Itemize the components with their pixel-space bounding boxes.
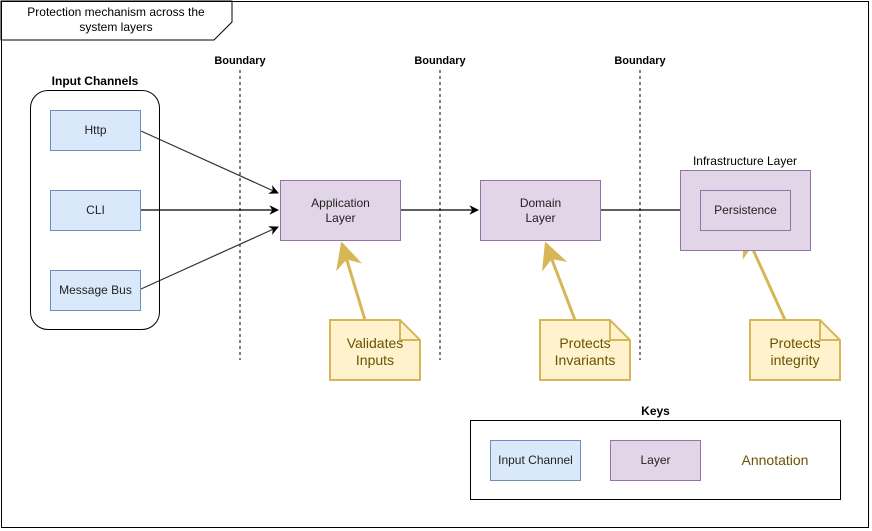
persistence-node[interactable]: Persistence (700, 190, 791, 231)
arrow-bus-to-application (140, 226, 279, 290)
boundary-label-1: Boundary (214, 55, 266, 67)
key-layer: Layer (610, 440, 701, 481)
note-invariants-fold (609, 320, 630, 341)
input-channels-container (30, 90, 160, 330)
boundary-label-3: Boundary (614, 55, 666, 67)
input-channels-label: Input Channels (51, 74, 139, 88)
key-input-channel: Input Channel (490, 440, 581, 481)
note-integrity-shape (749, 319, 841, 381)
note-protects-integrity: Protects integrity (769, 335, 821, 368)
note-validates-fold (399, 320, 420, 341)
keys-title: Keys (641, 404, 670, 418)
note-invariants-shape (539, 319, 631, 381)
note-integrity-fold (819, 320, 840, 341)
boundary-label-2: Boundary (414, 55, 466, 67)
note-protects-invariants: Protects Invariants (554, 335, 616, 368)
channel-http[interactable]: Http (50, 110, 141, 151)
note-validates-shape (329, 319, 421, 381)
arrow-validates-to-application (336, 241, 367, 321)
infrastructure-layer-label: Infrastructure Layer (692, 154, 798, 168)
key-annotation: Annotation (741, 451, 809, 468)
note-validates-inputs: Validates Inputs (346, 335, 404, 368)
application-layer[interactable]: Application Layer (280, 180, 401, 241)
diagram-title: Protection mechanism across the system l… (27, 5, 205, 34)
arrow-http-to-application (140, 130, 279, 194)
channel-cli[interactable]: CLI (50, 190, 141, 231)
domain-layer[interactable]: Domain Layer (480, 180, 601, 241)
arrow-invariants-to-domain (542, 241, 577, 321)
channel-message-bus[interactable]: Message Bus (50, 270, 141, 311)
